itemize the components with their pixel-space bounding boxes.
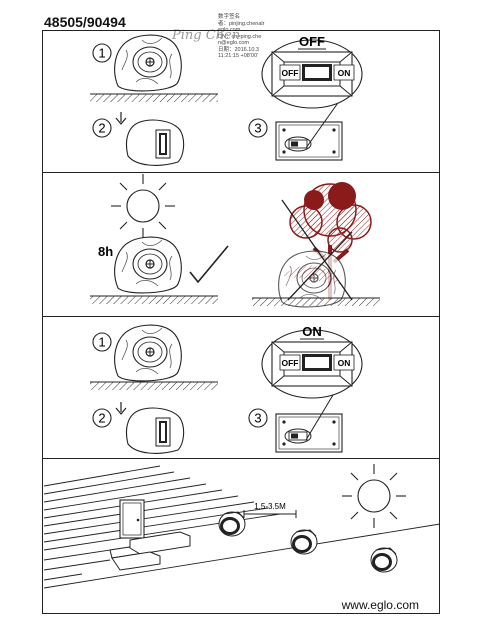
- charge-duration: 8h: [98, 244, 113, 259]
- stamp-line: 日期：2016.10.3: [218, 46, 259, 53]
- switch-title: OFF: [299, 34, 325, 49]
- switch-title: ON: [302, 324, 322, 339]
- solar-lamp: [370, 547, 398, 573]
- off-label: OFF: [282, 358, 299, 368]
- ground-hatch: [90, 296, 218, 304]
- panel-step-on: 1 2 3 ON OFF ON: [90, 324, 363, 454]
- ground-hatch: [252, 298, 380, 306]
- step-circle: [248, 408, 268, 428]
- ground-hatch: [90, 382, 218, 390]
- step-number: 3: [254, 121, 261, 136]
- door: [119, 499, 145, 539]
- panel-divider: [42, 316, 440, 317]
- arrow-down-icon: [115, 112, 127, 125]
- sun-icon: [341, 463, 407, 529]
- panel-divider: [42, 172, 440, 173]
- panel-placement: 1.5-3.5M: [43, 463, 441, 589]
- panel-charge: 8h: [90, 173, 380, 308]
- solar-rock-light: [114, 324, 182, 382]
- check-icon: [189, 245, 229, 284]
- step-number: 3: [254, 411, 261, 426]
- stamp-line: 数字签名: [218, 14, 241, 20]
- handwritten-signature: Ping Chen: [172, 28, 241, 43]
- ground-hatch: [90, 94, 218, 102]
- stamp-line: n@eglo.com: [218, 40, 249, 46]
- panel-divider: [42, 458, 440, 459]
- sun-icon: [110, 173, 176, 239]
- solar-rock-light: [114, 236, 182, 294]
- rock-back-switch: [125, 119, 185, 166]
- product-code: 48505/90494: [44, 14, 126, 30]
- instruction-frame: [42, 30, 440, 614]
- house-wall: [43, 465, 441, 589]
- cross-icon: [281, 199, 353, 301]
- stamp-line: 11:21:15 +08'00': [218, 53, 259, 59]
- off-label: OFF: [282, 68, 299, 78]
- distance-label: 1.5-3.5M: [254, 502, 286, 511]
- website-url[interactable]: www.eglo.com: [341, 598, 419, 612]
- switch-plate: [275, 413, 343, 453]
- step-number: 1: [98, 335, 105, 350]
- arrow-down-icon: [115, 402, 127, 415]
- step-circle: [92, 408, 112, 428]
- zoom-line: [305, 99, 341, 149]
- step-circle: [92, 43, 112, 63]
- on-label: ON: [338, 358, 351, 368]
- step-number: 2: [98, 411, 105, 426]
- step-number: 2: [98, 121, 105, 136]
- on-label: ON: [338, 68, 351, 78]
- step-circle: [92, 118, 112, 138]
- step-circle: [248, 118, 268, 138]
- step-number: 1: [98, 46, 105, 61]
- solar-lamp: [218, 511, 246, 537]
- rock-back-switch: [125, 407, 185, 454]
- step-circle: [92, 332, 112, 352]
- solar-lamp: [290, 529, 318, 555]
- zoom-line: [305, 389, 337, 441]
- panel-step-off: 1 2 3 OFF OFF ON: [90, 34, 363, 166]
- solar-rock-light: [114, 34, 182, 92]
- stamp-line: DN：cn=ping.che: [218, 33, 262, 40]
- stamp-line: 者：pinjing.chenalr: [218, 20, 265, 27]
- switch-plate: [275, 121, 343, 161]
- step-stair: [129, 531, 191, 555]
